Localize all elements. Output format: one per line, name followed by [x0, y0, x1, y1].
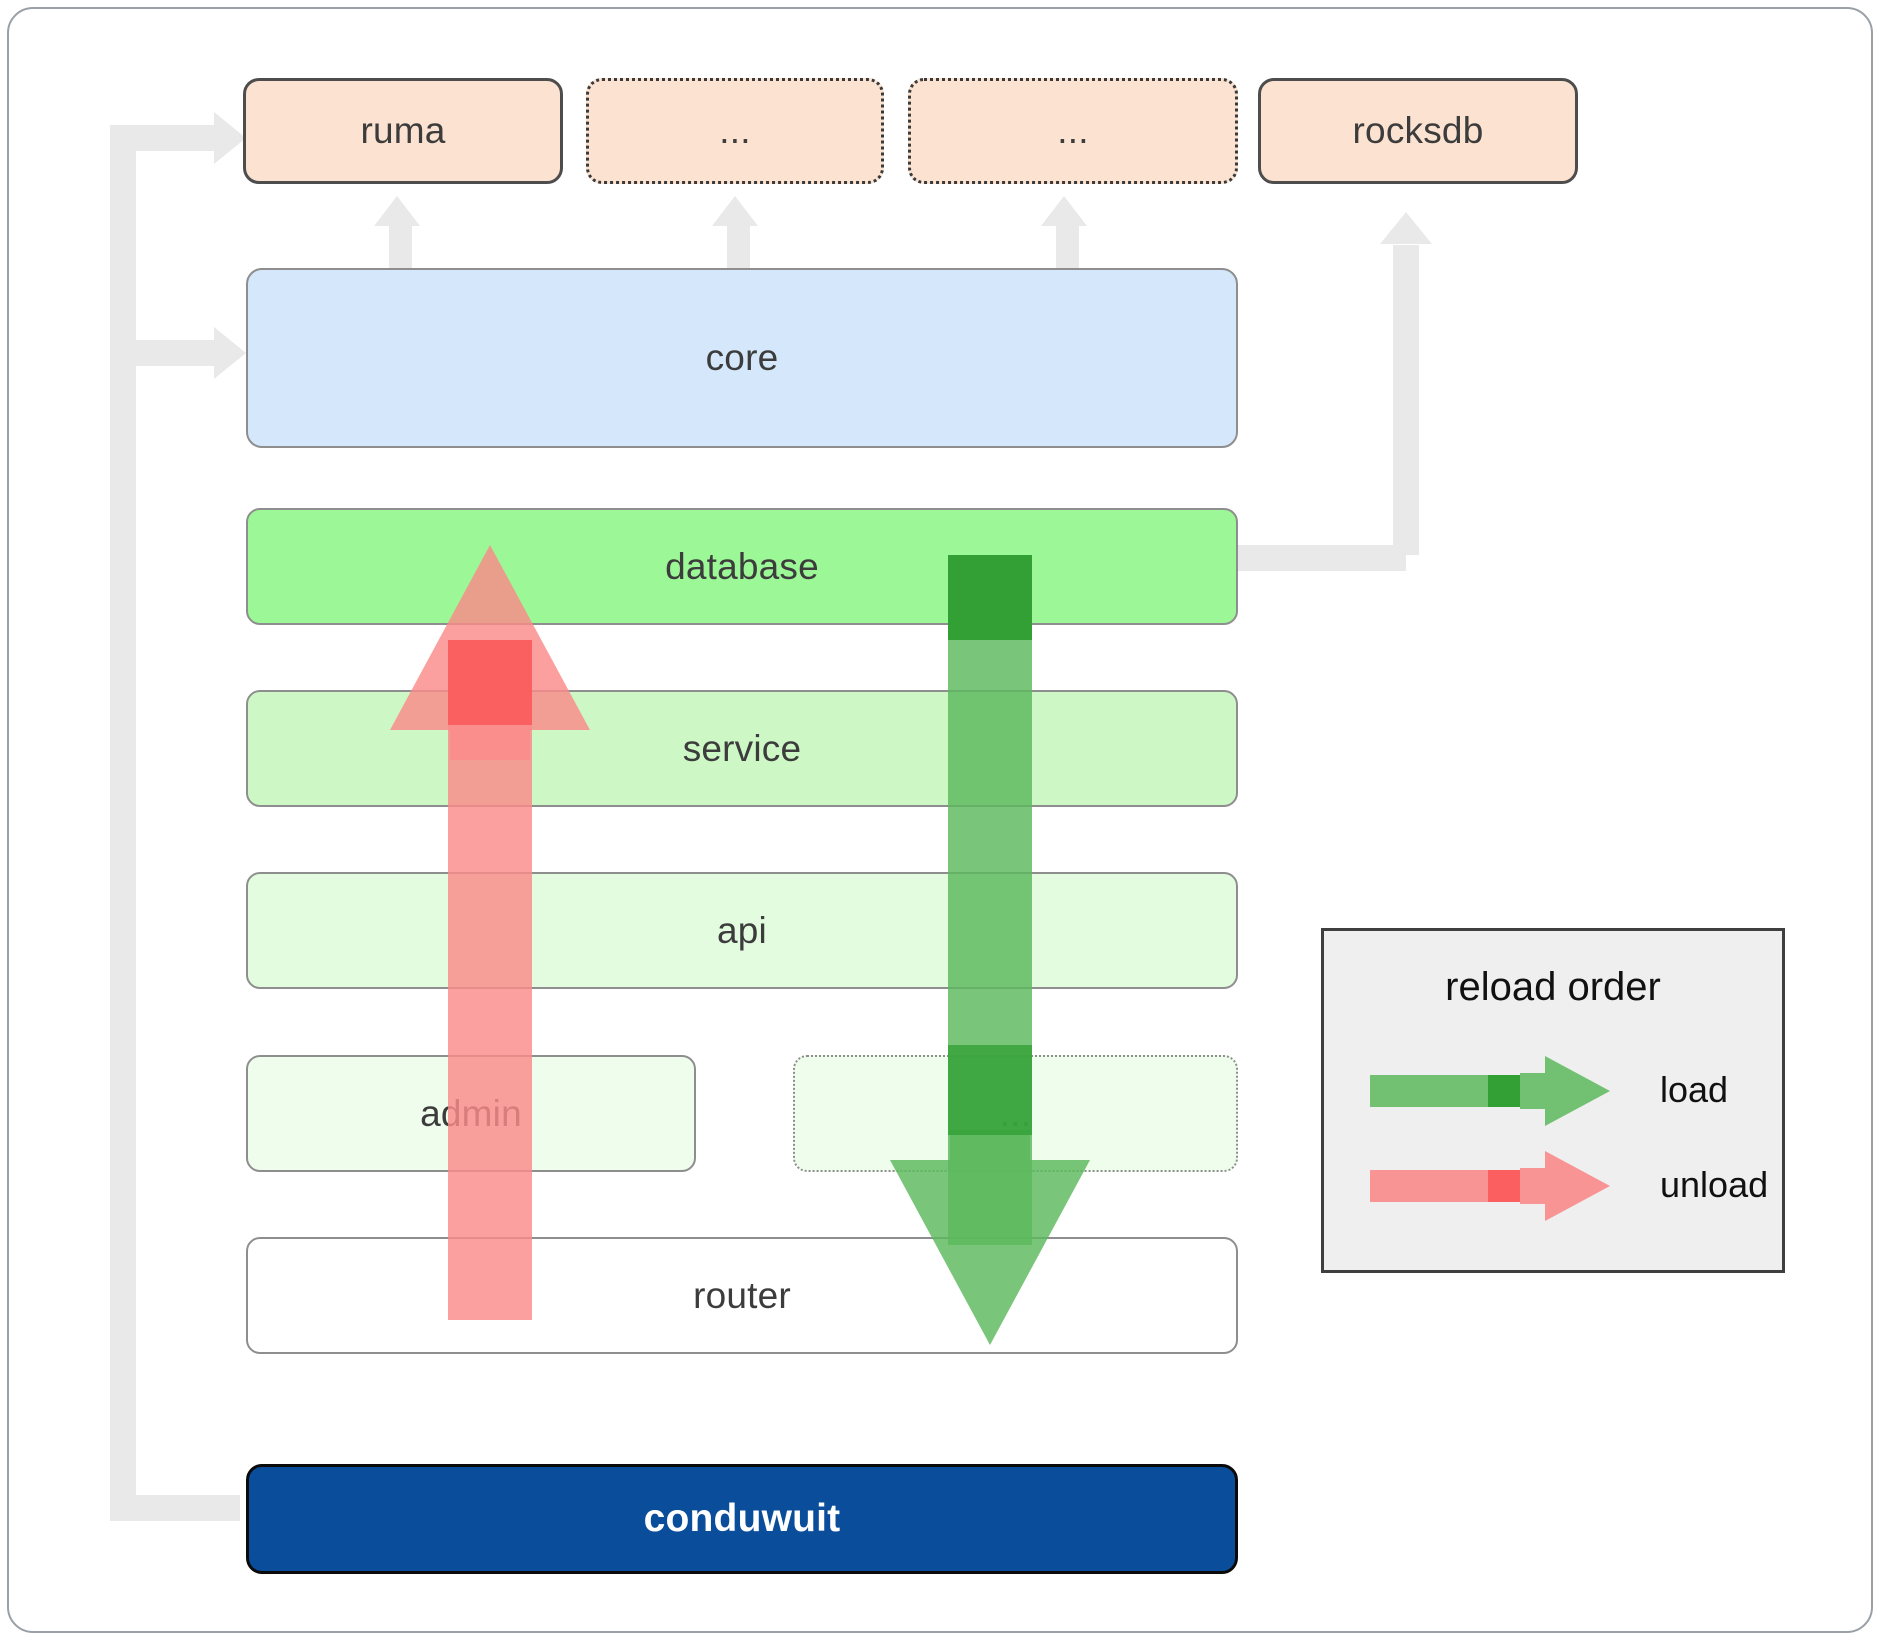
layer-label: core	[705, 337, 779, 378]
connector-core-to-ruma-stem	[389, 225, 412, 270]
legend-unload-arrow-icon	[1370, 1151, 1610, 1221]
connector-right-vertical-rail	[1393, 245, 1419, 555]
crate-box-rocksdb[interactable]: rocksdb	[1258, 78, 1578, 184]
crate-box-placeholder-2[interactable]: ...	[908, 78, 1238, 184]
layer-label: router	[693, 1274, 791, 1316]
connector-arrowhead-rocksdb	[1380, 212, 1432, 244]
legend-label-load: load	[1660, 1069, 1729, 1110]
unload-arrow	[390, 545, 590, 1320]
connector-core-to-dots2-head	[1041, 196, 1087, 226]
layer-label: database	[665, 545, 819, 587]
legend-panel: reload order load unload	[1321, 928, 1785, 1273]
connector-arrowhead-core	[214, 327, 246, 379]
root-box-conduwuit[interactable]: conduwuit	[246, 1464, 1238, 1574]
layer-box-api[interactable]: api	[246, 872, 1238, 989]
connector-core-to-ruma-head	[374, 196, 420, 226]
connector-left-branch-ruma	[110, 125, 220, 151]
connector-core-to-dots2-stem	[1056, 225, 1079, 270]
layer-box-core[interactable]: core	[246, 268, 1238, 448]
legend-label-unload: unload	[1660, 1164, 1769, 1205]
layer-label: api	[717, 909, 767, 951]
legend-row-unload: unload	[1370, 1146, 1770, 1226]
crate-box-placeholder-1[interactable]: ...	[586, 78, 884, 184]
layer-box-database[interactable]: database	[246, 508, 1238, 625]
crate-label: rocksdb	[1352, 110, 1484, 151]
crate-label: ...	[719, 110, 751, 151]
legend-title: reload order	[1445, 965, 1661, 1009]
crate-box-ruma[interactable]: ruma	[243, 78, 563, 184]
legend-row-load: load	[1370, 1051, 1770, 1131]
root-label: conduwuit	[643, 1497, 841, 1540]
crate-label: ...	[1057, 110, 1089, 151]
load-arrow	[890, 555, 1090, 1345]
connector-core-to-dots1-head	[712, 196, 758, 226]
connector-left-branch-core	[110, 340, 220, 366]
connector-left-to-root	[110, 1495, 240, 1521]
connector-left-vertical-rail	[110, 125, 136, 1521]
connector-arrowhead-ruma	[214, 112, 246, 164]
legend-load-arrow-icon	[1370, 1056, 1610, 1126]
layer-box-router[interactable]: router	[246, 1237, 1238, 1354]
crate-label: ruma	[360, 110, 446, 151]
connector-core-to-dots1-stem	[727, 225, 750, 270]
layer-label: service	[682, 727, 802, 769]
